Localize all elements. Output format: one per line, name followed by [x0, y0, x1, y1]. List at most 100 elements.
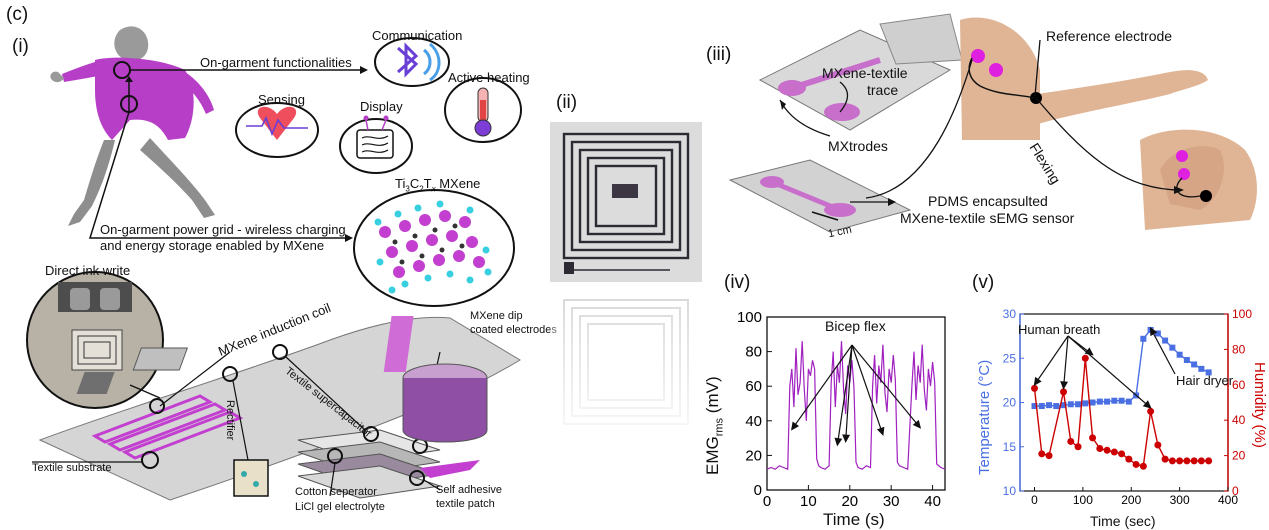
dip-coated-label-line2: coated electrodes	[470, 324, 557, 336]
bicep-flex-arrowhead	[842, 434, 851, 443]
temperature-point	[1053, 403, 1060, 410]
humidity-point	[1045, 452, 1053, 460]
y-tick-label: 20	[745, 447, 762, 464]
mxene-structure-icon	[353, 189, 515, 307]
arm-figure-flexing	[1140, 129, 1257, 230]
dip-coating-beaker	[383, 316, 488, 443]
humidity-point	[1110, 448, 1118, 456]
human-breath-arrowhead	[1142, 400, 1152, 409]
x-tick-label: 400	[1218, 493, 1238, 507]
human-breath-arrowhead	[1060, 381, 1069, 390]
bicep-flex-arrowhead	[791, 421, 800, 431]
hair-dryer-arrow	[1150, 327, 1176, 375]
pdms-label-line1: PDMS encapsulted	[928, 193, 1048, 209]
bicep-flex-annotation: Bicep flex	[825, 318, 886, 334]
bicep-flex-arrow	[845, 344, 853, 442]
x-tick-label: 200	[1121, 493, 1141, 507]
x-tick-label: 10	[800, 493, 817, 510]
emg-series-line	[766, 341, 946, 471]
temperature-point	[1060, 402, 1067, 409]
panel-ii-coil-photo	[550, 122, 702, 462]
arm-figure-reference	[960, 17, 1208, 140]
temperature-point	[1067, 401, 1074, 408]
self-adhesive-label-line1: Self adhesive	[436, 484, 503, 496]
bicep-flex-arrow	[836, 344, 853, 446]
panel-iii-tag: (iii)	[706, 44, 732, 65]
humidity-point	[1089, 434, 1097, 442]
humidity-point	[1096, 445, 1104, 453]
temperature-tick-label: 25	[1003, 351, 1017, 365]
humidity-point	[1147, 407, 1155, 415]
humidity-series-markers	[1031, 354, 1213, 470]
rectifier-photo	[233, 459, 269, 497]
mxtrodes-label: MXtrodes	[828, 138, 888, 154]
panel-iv-tag: (iv)	[724, 272, 751, 293]
temperature-x-axis-label: Time (sec)	[1090, 513, 1156, 529]
bicep-flex-arrowhead	[876, 426, 885, 436]
humidity-point	[1161, 455, 1169, 463]
temperature-series-markers	[1031, 326, 1212, 410]
communication-icon	[374, 37, 450, 87]
power-grid-label-line2: and energy storage enabled by MXene	[100, 238, 325, 253]
temperature-point	[1118, 397, 1125, 404]
figure-label: (c)	[6, 4, 29, 25]
temperature-point	[1154, 330, 1161, 337]
display-icon	[339, 115, 413, 174]
sensing-icon	[235, 102, 319, 158]
temperature-tick-label: 10	[1003, 484, 1017, 498]
reference-electrode-label: Reference electrode	[1046, 28, 1173, 44]
annotation-arrows	[1033, 326, 1176, 409]
active-heating-label: Active heating	[448, 70, 530, 85]
humidity-point	[1176, 457, 1184, 465]
mxene-trace-label-line2: trace	[867, 82, 899, 98]
humidity-point	[1067, 437, 1075, 445]
temperature-point	[1162, 337, 1169, 344]
humidity-point	[1183, 457, 1191, 465]
mxene-trace-label-line1: MXene-textile	[822, 65, 908, 81]
display-label: Display	[360, 99, 403, 114]
communication-label: Communication	[372, 28, 463, 43]
temperature-point	[1089, 399, 1096, 406]
humidity-point	[1205, 457, 1213, 465]
humidity-point	[1060, 388, 1068, 396]
bicep-flex-arrow	[851, 344, 884, 435]
humidity-point	[1074, 443, 1082, 451]
emg-y-axis-label: EMGrms (mV)	[703, 376, 726, 475]
humidity-point	[1103, 446, 1111, 454]
y-tick-label: 60	[745, 378, 762, 395]
temperature-point	[1075, 401, 1082, 408]
humidity-point	[1081, 354, 1089, 362]
humidity-point	[1132, 460, 1140, 468]
panel-i-illustration	[26, 26, 522, 501]
humidity-point	[1154, 441, 1162, 449]
humidity-point	[1125, 455, 1133, 463]
rectifier-label: Rectifier	[224, 400, 236, 441]
temperature-point	[1046, 402, 1053, 409]
y-tick-label: 80	[745, 344, 762, 361]
direct-ink-write-photo	[26, 271, 164, 409]
hair-dryer-annotation: Hair dryer	[1176, 373, 1234, 388]
panel-ii-tag: (ii)	[556, 92, 578, 113]
dip-coated-label-line1: MXene dip	[470, 310, 523, 322]
x-tick-label: 100	[1073, 493, 1093, 507]
pdms-label-line2: MXene-textile sEMG sensor	[900, 210, 1075, 226]
bicep-flex-arrow	[851, 344, 921, 429]
mxene-structure-title: Ti3C2Tx MXene	[395, 176, 481, 194]
humidity-tick-label: 100	[1232, 307, 1252, 321]
y-tick-label: 100	[737, 309, 762, 326]
humidity-point	[1118, 450, 1126, 458]
x-tick-label: 0	[763, 493, 771, 510]
temperature-point	[1125, 398, 1132, 405]
temperature-point	[1140, 335, 1147, 342]
temperature-tick-label: 20	[1003, 396, 1017, 410]
temperature-point	[1205, 369, 1212, 376]
temperature-point	[1104, 398, 1111, 405]
y-tick-label: 0	[754, 482, 762, 499]
self-adhesive-label-line2: textile patch	[436, 498, 495, 510]
y-tick-label: 40	[745, 413, 762, 430]
bicep-flex-arrows	[791, 344, 922, 447]
sensing-label: Sensing	[258, 92, 305, 107]
human-breath-arrowhead	[1033, 376, 1042, 386]
x-tick-label: 300	[1170, 493, 1190, 507]
